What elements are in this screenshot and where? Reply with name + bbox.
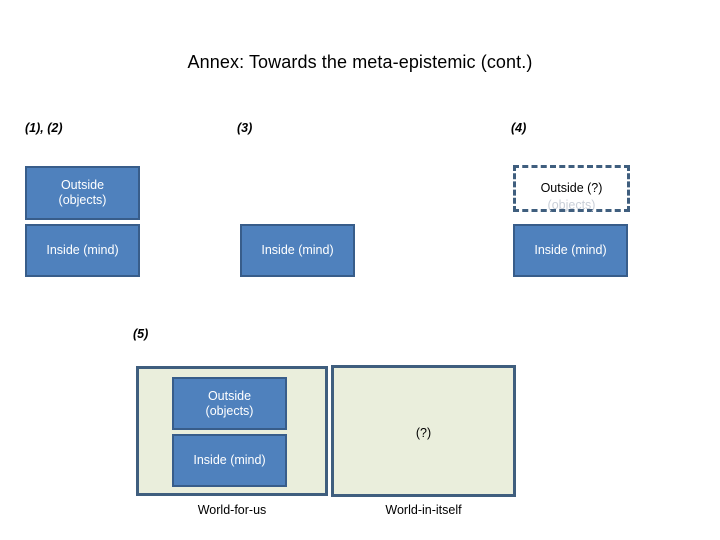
panel-world-in-itself[interactable] <box>331 365 516 497</box>
section-label-5: (5) <box>133 327 149 341</box>
section-label-3: (3) <box>237 121 253 135</box>
box-outside-objects-section-5[interactable]: Outside (objects) <box>172 377 287 430</box>
caption-world-for-us: World-for-us <box>197 503 267 517</box>
panel-world-for-us[interactable] <box>136 366 328 496</box>
panel-world-in-itself-content: (?) <box>415 426 432 440</box>
box-inside-mind-section-4[interactable]: Inside (mind) <box>513 224 628 277</box>
box-inside-mind-section-5[interactable]: Inside (mind) <box>172 434 287 487</box>
box-inside-mind-section-3[interactable]: Inside (mind) <box>240 224 355 277</box>
box-inside-mind-section-1-2[interactable]: Inside (mind) <box>25 224 140 277</box>
box-outside-unknown-section-4[interactable]: Outside (?) <box>513 165 630 212</box>
box-outside-objects-section-1-2[interactable]: Outside (objects) <box>25 166 140 220</box>
section-label-1-2: (1), (2) <box>25 121 63 135</box>
page-title: Annex: Towards the meta-epistemic (cont.… <box>187 52 533 72</box>
section-label-4: (4) <box>511 121 527 135</box>
caption-world-in-itself: World-in-itself <box>385 503 462 517</box>
